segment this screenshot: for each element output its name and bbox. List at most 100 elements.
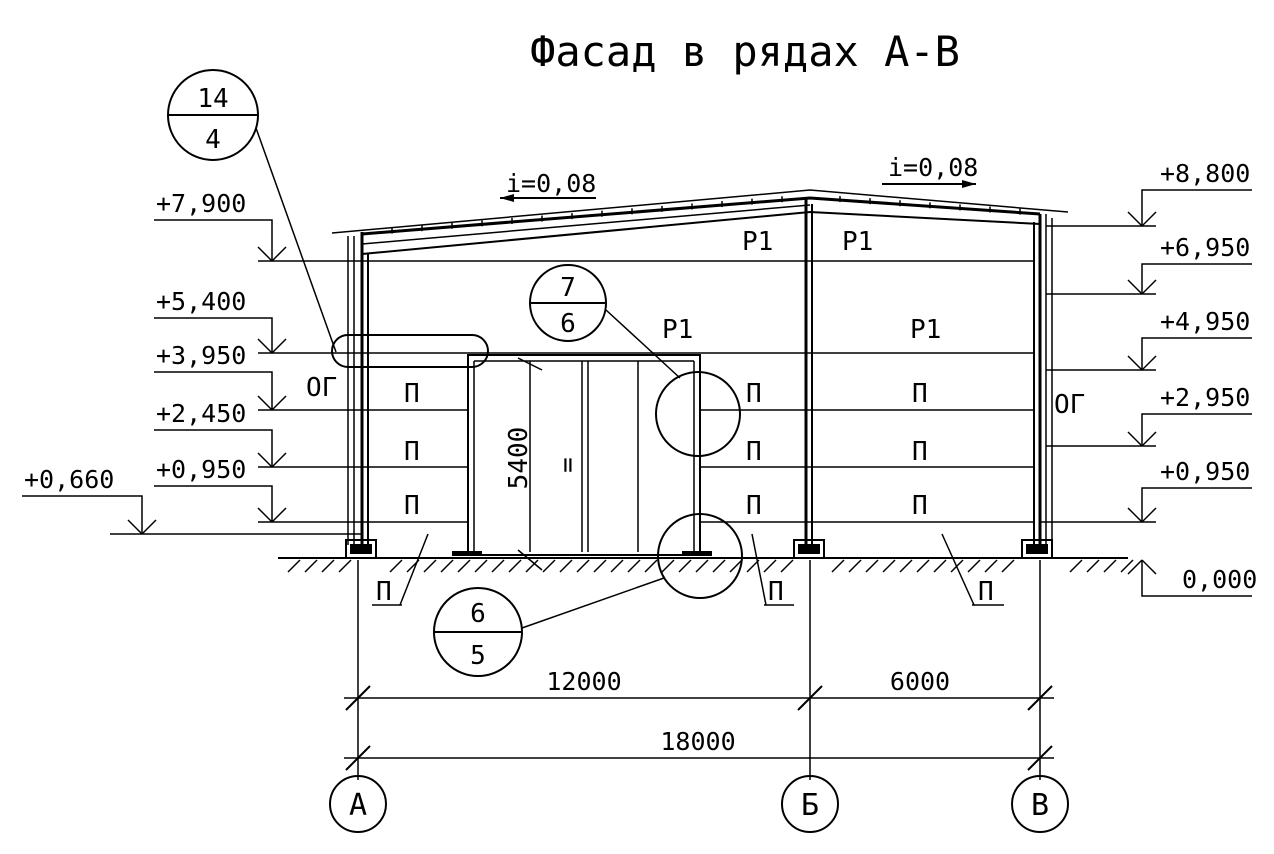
drawing-title: Фасад в рядах А-В [530, 27, 960, 76]
axis-a: А [349, 788, 367, 823]
ground-hatch-line [423, 559, 437, 573]
label-p-l2: П [404, 437, 420, 467]
callout-14-4-top: 14 [197, 84, 228, 114]
ground-hatch-line [644, 559, 658, 573]
axis-markers: А Б В [329, 775, 1069, 833]
ground-hatch-line [780, 559, 794, 573]
dim-span-ab: 12000 [546, 667, 621, 696]
ground-hatch-line [542, 559, 556, 573]
ground-hatch-line [593, 559, 607, 573]
label-p1-4: Р1 [910, 315, 941, 345]
ground-hatch-line [882, 559, 896, 573]
callout-14-4-bottom: 4 [205, 125, 221, 155]
levels-left: +7,900 +5,400 +3,950 +2,450 +0,950 +0,66… [22, 189, 368, 535]
door-height-label: 5400 [504, 427, 534, 490]
ground-line [278, 557, 1134, 573]
label-p-r1: П [912, 379, 928, 409]
label-p-m1: П [746, 379, 762, 409]
axis-v: В [1031, 788, 1049, 823]
ground-hatch-line [1001, 559, 1015, 573]
door-mark: = [553, 457, 583, 473]
slope-label-right: i=0,08 [888, 153, 978, 182]
ground-hatch-line [678, 559, 692, 573]
ground-hatch-line [287, 559, 301, 573]
ground-hatch-line [916, 559, 930, 573]
dim-total: 18000 [660, 727, 735, 756]
ground-hatch-line [1120, 559, 1134, 573]
label-p-m2: П [746, 437, 762, 467]
ground-hatch-line [474, 559, 488, 573]
callout-6-5: 6 5 [433, 513, 743, 677]
label-p-r2: П [912, 437, 928, 467]
level-left-1: +5,400 [156, 287, 246, 316]
label-p1-1: Р1 [742, 227, 773, 257]
level-right-5: 0,000 [1182, 565, 1257, 594]
callout-7-6-bottom: 6 [560, 309, 576, 339]
ground-hatch-line [763, 559, 777, 573]
label-p-m3: П [746, 491, 762, 521]
label-p-l3: П [404, 491, 420, 521]
ground-hatch-line [865, 559, 879, 573]
ground-hatch-line [440, 559, 454, 573]
label-p1-2: Р1 [842, 227, 873, 257]
callout-7-6-top: 7 [560, 273, 576, 303]
label-p1-3: Р1 [662, 315, 693, 345]
ground-hatch-line [627, 559, 641, 573]
ground-hatch-line [508, 559, 522, 573]
wall-girts [368, 260, 1034, 523]
roof [331, 189, 1069, 255]
callout-7-6: 7 6 [529, 264, 741, 457]
slope-markers: i=0,08 i=0,08 [500, 153, 978, 202]
ground-hatch-line [933, 559, 947, 573]
label-og-right: ОГ [1054, 390, 1085, 420]
ground-hatch-line [338, 559, 352, 573]
dim-span-bv: 6000 [890, 667, 950, 696]
label-p-r3: П [912, 491, 928, 521]
ground-hatch-line [831, 559, 845, 573]
level-right-0: +8,800 [1160, 159, 1250, 188]
level-left-3: +2,450 [156, 399, 246, 428]
ground-hatch-line [389, 559, 403, 573]
ground-hatch-line [1069, 559, 1083, 573]
ground-hatch-line [984, 559, 998, 573]
level-left-4: +0,950 [156, 455, 246, 484]
gate: 5400 = [452, 354, 712, 571]
ground-hatch-line [304, 559, 318, 573]
ground-hatch-line [899, 559, 913, 573]
callout-6-5-top: 6 [470, 599, 486, 629]
label-p-base-3: П [978, 577, 994, 607]
ground-hatch-line [491, 559, 505, 573]
level-left-5: +0,660 [24, 465, 114, 494]
ground-hatch-line [729, 559, 743, 573]
level-left-0: +7,900 [156, 189, 246, 218]
ground-hatch-line [576, 559, 590, 573]
slope-label-left: i=0,08 [506, 169, 596, 198]
level-right-3: +2,950 [1160, 383, 1250, 412]
ground-hatch-line [321, 559, 335, 573]
column-bases [345, 539, 1053, 559]
label-p-base-1: П [376, 577, 392, 607]
ground-hatch-line [559, 559, 573, 573]
ground-hatch-line [695, 559, 709, 573]
element-labels: Р1 Р1 Р1 Р1 ОГ ОГ П П П П П П П П П П П … [306, 227, 1085, 607]
dimensions: 12000 6000 18000 [344, 560, 1054, 780]
level-right-2: +4,950 [1160, 307, 1250, 336]
levels-right: +8,800 +6,950 +4,950 +2,950 +0,950 0,000 [1040, 159, 1257, 597]
ground-hatch-line [1103, 559, 1117, 573]
ground-hatch-line [525, 559, 539, 573]
ground-hatch-line [967, 559, 981, 573]
callout-14-4: 14 4 [167, 69, 489, 368]
ground-hatch-line [848, 559, 862, 573]
ground-hatch-line [661, 559, 675, 573]
label-p-base-2: П [768, 577, 784, 607]
level-left-2: +3,950 [156, 341, 246, 370]
level-right-1: +6,950 [1160, 233, 1250, 262]
label-p-l1: П [404, 379, 420, 409]
axis-b: Б [801, 788, 819, 823]
level-right-4: +0,950 [1160, 457, 1250, 486]
ground-hatch-line [610, 559, 624, 573]
ground-hatch-line [1086, 559, 1100, 573]
ground-hatch-line [712, 559, 726, 573]
label-og-left: ОГ [306, 373, 337, 403]
